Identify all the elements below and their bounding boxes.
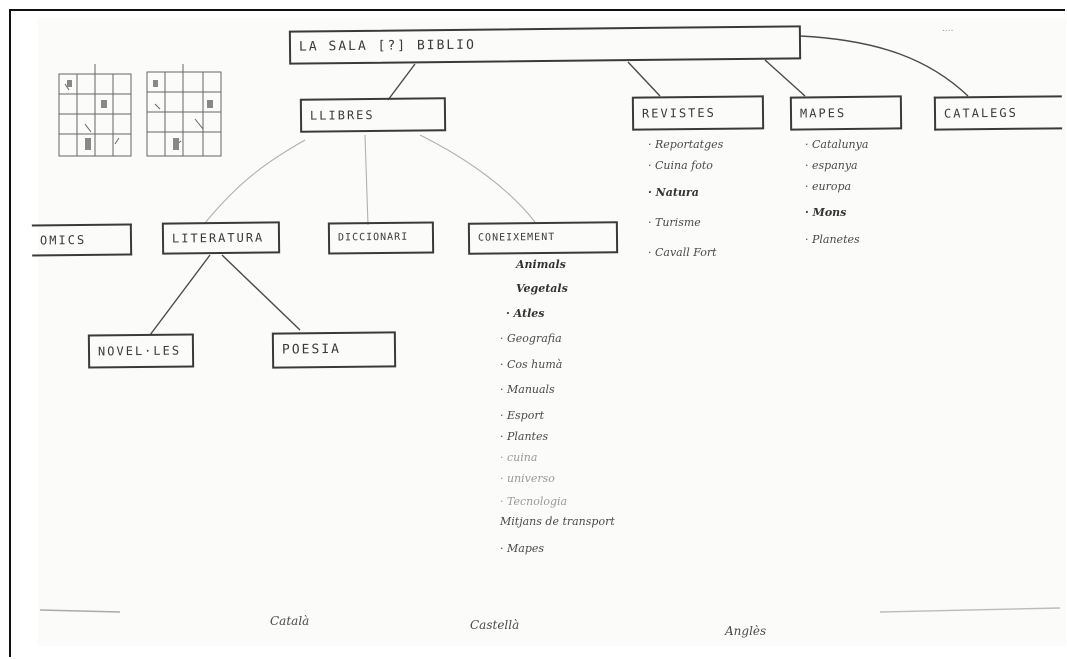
coneixement-item: Vegetals <box>516 282 568 295</box>
bottom-label-angles: Anglès <box>725 624 767 638</box>
poesia-label: POESIA <box>281 341 342 358</box>
diccionaris-label: DICCIONARI <box>337 231 409 244</box>
revistes-item: · Cavall Fort <box>648 246 717 259</box>
coneixement-box: CONEIXEMENT <box>467 221 619 255</box>
link-root-llibres <box>387 63 416 101</box>
revistes-label: REVISTES <box>641 105 716 121</box>
catalegs-box: CATALEGS <box>933 95 1063 131</box>
coneixement-item: · Manuals <box>500 383 555 396</box>
bottom-label-catala: Català <box>270 614 310 628</box>
literatura-label: LITERATURA <box>171 230 265 246</box>
library-building-sketch <box>58 64 222 157</box>
literatura-box: LITERATURA <box>161 221 281 255</box>
coneixement-item: · Esport <box>500 409 545 422</box>
top-right-note: .... <box>942 24 954 34</box>
frame-rule-bottom-right <box>879 607 1061 613</box>
mapes-item: · Mons <box>805 206 847 219</box>
revistes-box: REVISTES <box>631 95 765 131</box>
coneixement-item: · Mapes <box>500 542 545 555</box>
novelles-label: NOVEL·LES <box>97 343 182 359</box>
coneixement-item: · cuina <box>500 451 538 464</box>
link-root-revistes <box>627 61 661 97</box>
llibres-label: LLIBRES <box>309 107 375 123</box>
catalegs-label: CATALEGS <box>943 105 1018 121</box>
frame-rule-bottom <box>39 609 121 613</box>
mapes-item: · europa <box>805 180 852 193</box>
mapes-box: MAPES <box>789 95 903 131</box>
coneixement-item: · Geografia <box>500 332 562 345</box>
poesia-box: POESIA <box>271 331 397 369</box>
link-root-mapes <box>764 59 806 97</box>
link-root-catalegs <box>799 35 969 97</box>
revistes-item: · Natura <box>648 186 699 199</box>
novelles-box: NOVEL·LES <box>87 333 195 369</box>
coneixement-item: · Tecnologia <box>500 495 568 508</box>
comics-box: OMICS <box>31 223 133 257</box>
revistes-list: · Reportatges · Cuina foto · Natura · Tu… <box>648 134 723 270</box>
root-label: LA SALA [?] BIBLIO <box>298 37 476 55</box>
paper-sheet <box>38 18 1066 646</box>
mapes-item: · Planetes <box>805 233 860 246</box>
coneixement-item: · Plantes <box>500 430 549 443</box>
bottom-label-castella: Castellà <box>470 618 520 632</box>
revistes-item: · Turisme <box>648 216 701 229</box>
link-llibres-coneixement <box>419 134 536 223</box>
coneixement-item: · Atles <box>506 307 545 320</box>
diccionaris-box: DICCIONARI <box>327 221 435 255</box>
link-literatura-novelles <box>149 254 211 336</box>
coneixement-label: CONEIXEMENT <box>477 231 556 244</box>
mapes-label: MAPES <box>799 105 847 121</box>
root-box: LA SALA [?] BIBLIO <box>288 25 802 65</box>
mapes-item: · espanya <box>805 159 858 172</box>
mapes-item: · Catalunya <box>805 138 869 151</box>
link-llibres-diccionaris <box>364 134 369 226</box>
comics-label: OMICS <box>39 232 87 248</box>
coneixement-item: Animals <box>516 258 566 271</box>
coneixement-item: · Cos humà <box>500 358 563 371</box>
page-frame <box>9 9 1065 657</box>
revistes-item: · Cuina foto <box>648 159 713 172</box>
revistes-item: · Reportatges <box>648 138 724 151</box>
coneixement-item: · universo <box>500 472 555 485</box>
llibres-box: LLIBRES <box>299 97 447 133</box>
link-literatura-poesia <box>221 254 301 331</box>
coneixement-list: Animals Vegetals · Atles · Geografia · C… <box>500 254 615 569</box>
mapes-list: · Catalunya · espanya · europa · Mons · … <box>805 134 868 250</box>
link-llibres-comics <box>204 139 306 224</box>
coneixement-item: Mitjans de transport <box>500 515 615 528</box>
